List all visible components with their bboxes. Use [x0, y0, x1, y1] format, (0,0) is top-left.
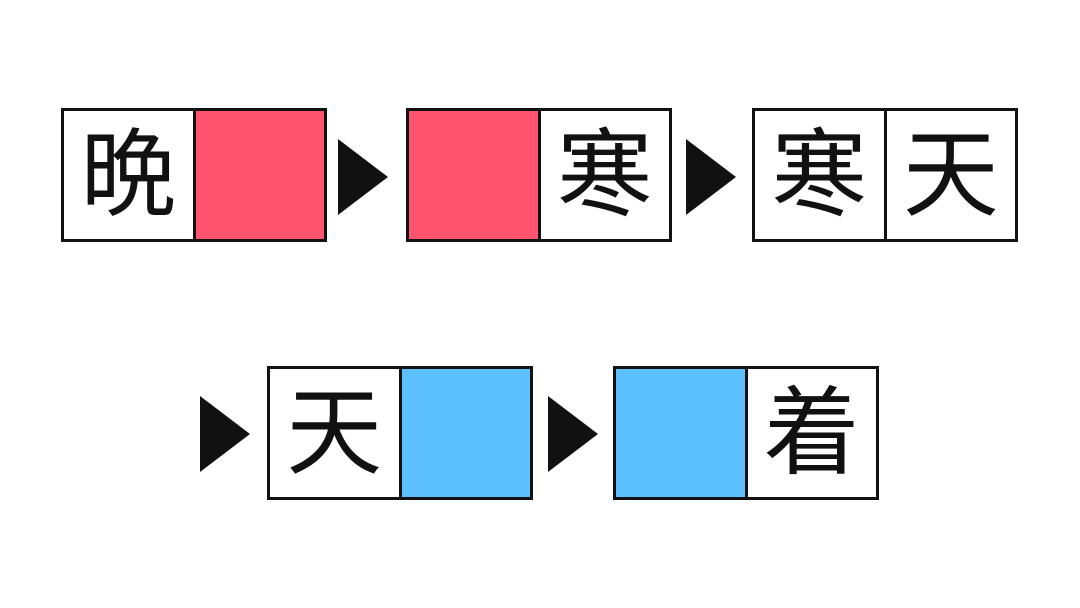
arrow-right-icon-4 — [548, 396, 598, 472]
kanji-cell-3-left: 寒 — [755, 111, 884, 239]
word-pair-4: 天 — [267, 366, 533, 500]
word-pair-1: 晩 — [61, 108, 327, 242]
blank-cell-red-2[interactable] — [409, 111, 538, 239]
arrow-right-icon-2 — [686, 139, 736, 215]
kanji-cell-1-left: 晩 — [64, 111, 193, 239]
word-pair-5: 着 — [613, 366, 879, 500]
word-pair-2: 寒 — [406, 108, 672, 242]
kanji-cell-3-right: 天 — [886, 111, 1015, 239]
blank-cell-blue-2[interactable] — [616, 369, 745, 497]
kanji-cell-4-left: 天 — [270, 369, 399, 497]
blank-cell-blue-1[interactable] — [401, 369, 530, 497]
kanji-cell-2-right: 寒 — [540, 111, 669, 239]
blank-cell-red-1[interactable] — [195, 111, 324, 239]
word-pair-3: 寒 天 — [752, 108, 1018, 242]
kanji-cell-5-right: 着 — [747, 369, 876, 497]
arrow-right-icon-1 — [338, 139, 388, 215]
arrow-right-icon-3 — [200, 396, 250, 472]
